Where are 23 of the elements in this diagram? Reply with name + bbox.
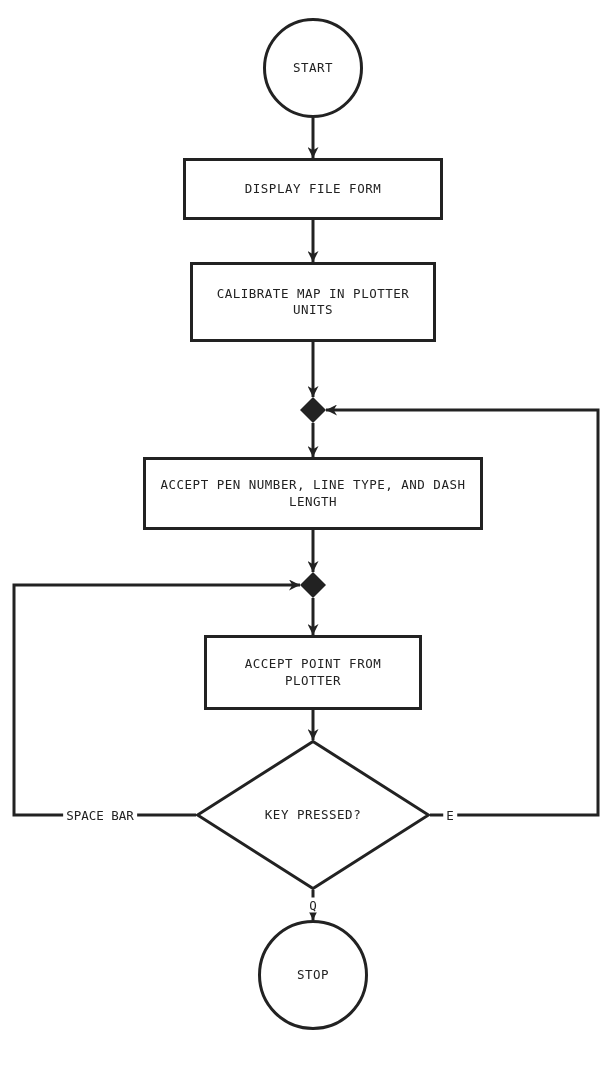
junction-diamond <box>300 572 326 598</box>
node-text: STOP <box>295 966 331 984</box>
process-box <box>204 635 422 710</box>
flow-arrow <box>307 598 319 635</box>
flow-arrow <box>12 579 300 817</box>
edge-label: Q <box>306 897 320 913</box>
flow-arrow <box>326 404 600 817</box>
flow-arrow <box>307 530 319 572</box>
flow-arrow <box>307 710 319 740</box>
flow-arrow <box>307 118 319 158</box>
node-text: KEY PRESSED? <box>263 806 363 824</box>
process-box <box>143 457 483 530</box>
process-box <box>183 158 443 220</box>
flow-arrow <box>307 220 319 262</box>
flow-arrow <box>307 342 319 397</box>
node-text: START <box>291 59 335 77</box>
flow-arrow <box>307 423 319 457</box>
node-text: ACCEPT PEN NUMBER, LINE TYPE, AND DASH LENGTH <box>159 477 467 510</box>
node-text: ACCEPT POINT FROM PLOTTER <box>243 656 383 689</box>
node-text: DISPLAY FILE FORM <box>243 180 383 198</box>
node-text: CALIBRATE MAP IN PLOTTER UNITS <box>215 285 411 319</box>
junction-diamond <box>300 397 326 423</box>
process-box <box>190 262 436 342</box>
